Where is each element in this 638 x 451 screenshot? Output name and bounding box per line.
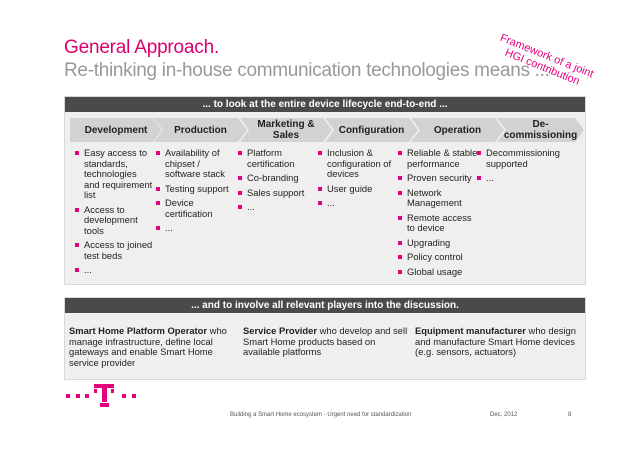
list-item: Access to development tools — [75, 204, 153, 237]
column-configuration: Inclusion & configuration of devices Use… — [318, 147, 398, 213]
footer-date: Dec, 2012 — [490, 412, 518, 418]
column-operation: Reliable & stable performance Proven sec… — [398, 147, 478, 281]
list-item: Device certification — [156, 197, 236, 219]
lifecycle-banner: ... to look at the entire device lifecyc… — [65, 97, 585, 112]
list-item: Testing support — [156, 183, 236, 195]
players-panel: ... and to involve all relevant players … — [64, 297, 586, 380]
footer-page-number: 8 — [568, 412, 572, 418]
telekom-t-logo-icon — [94, 384, 114, 407]
player-service-provider: Service Provider who develop and sell Sm… — [243, 325, 408, 358]
player-platform-operator: Smart Home Platform Operator who manage … — [69, 325, 234, 368]
list-item: ... — [75, 264, 153, 276]
phase-operation: Operation — [411, 118, 504, 142]
list-item: Network Management — [398, 187, 478, 209]
list-item: Access to joined test beds — [75, 239, 153, 261]
lifecycle-chevrons: Development Production Marketing & Sales… — [70, 118, 584, 142]
list-item: User guide — [318, 183, 398, 195]
list-item: Availability of chipset / software stack — [156, 147, 236, 180]
phase-development: Development — [70, 118, 162, 142]
player-equipment-manufacturer: Equipment manufacturer who design and ma… — [415, 325, 580, 358]
footer-caption: Building a Smart Home ecosystem - Urgent… — [230, 412, 412, 418]
players-banner: ... and to involve all relevant players … — [65, 298, 585, 313]
list-item: Platform certification — [238, 147, 318, 169]
list-item: Easy access to standards, technologies a… — [75, 147, 153, 201]
page-title: General Approach. — [64, 37, 220, 58]
list-item: ... — [318, 197, 398, 209]
list-item: Decommissioning supported — [477, 147, 577, 169]
list-item: ... — [156, 222, 236, 234]
list-item: ... — [477, 172, 577, 184]
bullet-square-icon — [66, 394, 70, 398]
player-desc: who develop and sell Smart Home products… — [243, 325, 408, 357]
player-role: Service Provider — [243, 325, 318, 336]
player-role: Equipment manufacturer — [415, 325, 526, 336]
player-role: Smart Home Platform Operator — [69, 325, 208, 336]
lifecycle-panel: ... to look at the entire device lifecyc… — [64, 96, 586, 285]
bullet-square-icon — [122, 394, 126, 398]
phase-production: Production — [154, 118, 247, 142]
column-development: Easy access to standards, technologies a… — [75, 147, 153, 280]
player-desc: who design and manufacture Smart Home de… — [415, 325, 576, 357]
list-item: Policy control — [398, 251, 478, 263]
column-marketing-sales: Platform certification Co-branding Sales… — [238, 147, 318, 217]
list-item: ... — [238, 201, 318, 213]
column-production: Availability of chipset / software stack… — [156, 147, 236, 238]
phase-configuration: Configuration — [325, 118, 418, 142]
bullet-square-icon — [132, 394, 136, 398]
list-item: Remote access to device — [398, 212, 478, 234]
column-decommissioning: Decommissioning supported ... — [477, 147, 577, 188]
brand-logo-row — [66, 382, 626, 410]
phase-decommissioning: De-commissioning — [497, 118, 584, 142]
phase-marketing-sales: Marketing & Sales — [240, 118, 332, 142]
list-item: Upgrading — [398, 237, 478, 249]
list-item: Global usage — [398, 266, 478, 278]
page-subtitle: Re-thinking in-house communication techn… — [64, 60, 550, 81]
bullet-square-icon — [85, 394, 89, 398]
list-item: Inclusion & configuration of devices — [318, 147, 398, 180]
list-item: Sales support — [238, 187, 318, 199]
list-item: Co-branding — [238, 172, 318, 184]
list-item: Reliable & stable performance — [398, 147, 478, 169]
list-item: Proven security — [398, 172, 478, 184]
bullet-square-icon — [76, 394, 80, 398]
player-desc: who manage infrastructure, define local … — [69, 325, 227, 368]
